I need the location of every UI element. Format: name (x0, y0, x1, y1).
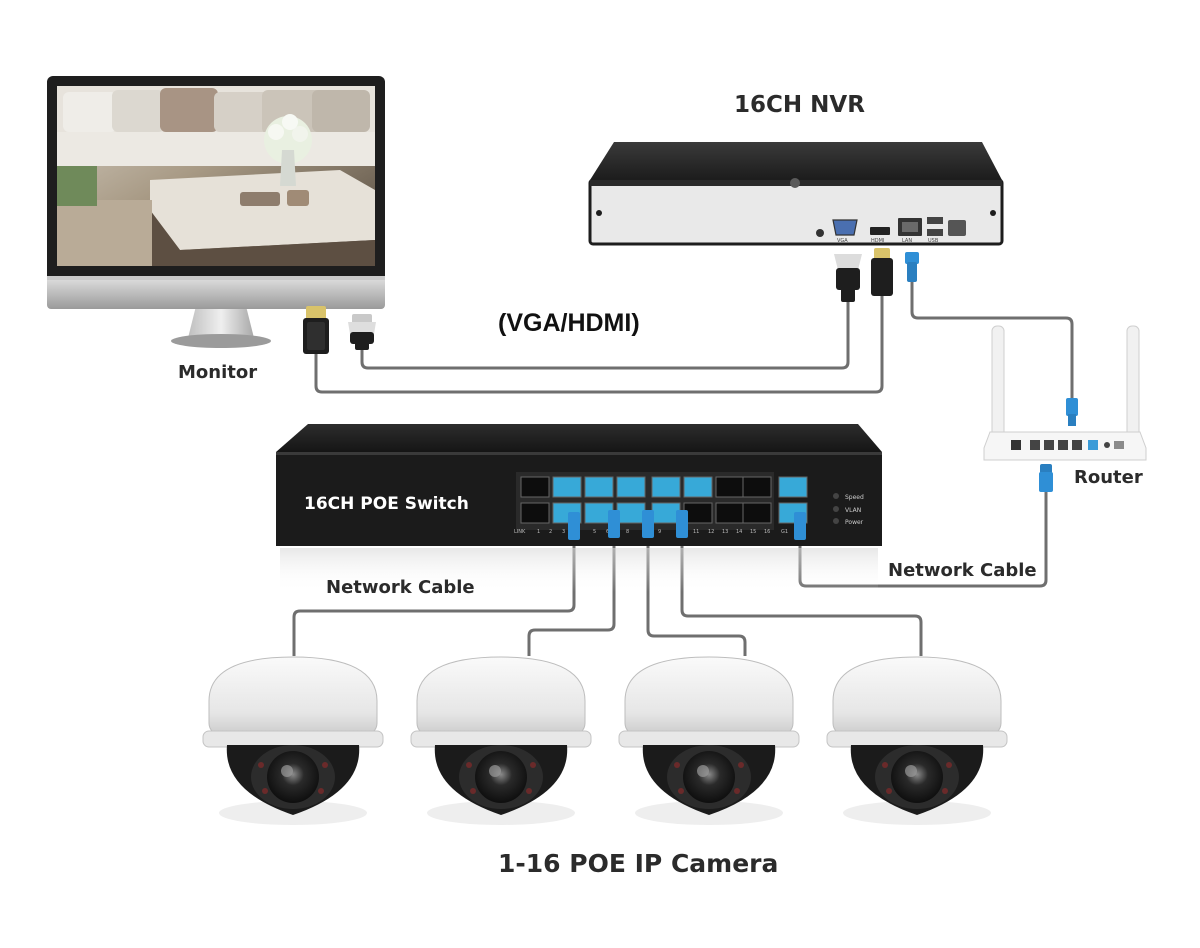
nvr-to-router-cable (910, 282, 1074, 400)
switch-ports-top (520, 476, 772, 498)
video-link-label: (VGA/HDMI) (498, 309, 640, 337)
switch-port-number: 11 (693, 529, 699, 535)
switch-port-number: 14 (736, 529, 742, 535)
vga-cable (360, 300, 850, 370)
switch-rj45-plugs (568, 510, 806, 540)
router-antenna-right (1126, 325, 1140, 439)
switch-port-number: 16 (764, 529, 770, 535)
router-icon (983, 325, 1147, 461)
monitor-screen (57, 86, 375, 266)
monitor-base (171, 334, 271, 348)
dome-camera-icon (826, 656, 1008, 825)
switch-port-number: 12 (708, 529, 714, 535)
router-uplink-rj45-plug-icon (1039, 464, 1053, 492)
dome-camera-icon (410, 656, 592, 825)
switch-indicators: Speed VLAN Power (833, 493, 864, 526)
switch-reflection (280, 548, 878, 592)
poe-switch-icon: LINK 1 2 3 5 6 8 9 11 12 13 14 15 16 G1 … (276, 424, 882, 592)
switch-ports-bottom (520, 502, 772, 524)
switch-top (276, 424, 882, 452)
nvr-port-label-lan: LAN (902, 238, 912, 244)
nvr-port-label-hdmi: HDMI (871, 238, 884, 244)
indicator-power: Power (845, 519, 864, 526)
nvr-label: 16CH NVR (734, 92, 865, 118)
switch-port-number: 13 (722, 529, 728, 535)
router-label: Router (1074, 467, 1143, 488)
indicator-vlan: VLAN (845, 507, 861, 514)
rj45-plug-icon (794, 512, 806, 540)
vga-plug-icon (348, 314, 376, 350)
camera-4-cable (680, 538, 923, 656)
monitor-label: Monitor (178, 362, 258, 383)
hdmi-cable (314, 296, 884, 394)
monitor-chin (47, 276, 385, 309)
nvr-usb-ports (927, 217, 943, 236)
switch-uplink-ports (778, 476, 808, 524)
switch-ports (520, 476, 808, 524)
nvr-vga-plug-icon (834, 254, 862, 302)
nvr-hdmi-plug-icon (871, 248, 893, 296)
network-cable-label-left: Network Cable (326, 577, 475, 598)
camera-3-cable (646, 538, 747, 656)
nvr-port-label-usb: USB (928, 238, 939, 244)
hdmi-plug-icon (303, 306, 329, 354)
switch-label: 16CH POE Switch (304, 494, 469, 514)
camera-label: 1-16 POE IP Camera (498, 849, 779, 878)
dome-camera-icon (618, 656, 800, 825)
switch-port-number: 1 (537, 529, 540, 535)
indicator-speed: Speed (845, 494, 864, 501)
nvr-rj45-plug-icon (905, 252, 919, 282)
switch-port-number: 6 (606, 529, 609, 535)
nvr-top (590, 142, 1002, 180)
monitor (47, 76, 385, 348)
switch-port-number: 8 (626, 529, 629, 535)
cables (292, 282, 1074, 656)
nvr-hdmi-port (870, 227, 890, 235)
cameras (202, 656, 1008, 825)
switch-link-label: LINK (514, 529, 526, 535)
switch-port-number: 3 (562, 529, 565, 535)
nvr-port-label-vga: VGA (837, 238, 848, 244)
rj45-plug-icon (676, 510, 688, 538)
rj45-plug-icon (642, 510, 654, 538)
router-antenna-left (991, 325, 1005, 439)
network-cable-label-right: Network Cable (888, 560, 1037, 581)
nvr-icon: VGA HDMI LAN USB (588, 142, 1004, 246)
camera-2-cable (527, 538, 616, 656)
nvr-lan-port (898, 218, 922, 236)
switch-port-number: 15 (750, 529, 756, 535)
switch-port-numbers: LINK 1 2 3 5 6 8 9 11 12 13 14 15 16 G1 … (514, 529, 804, 535)
camera-1-cable (292, 540, 576, 656)
switch-port-number: 5 (593, 529, 596, 535)
router-rj45-plug-icon (1066, 398, 1078, 426)
rj45-plug-icon (568, 512, 580, 540)
monitor-stand (188, 306, 254, 338)
switch-port-number: 9 (658, 529, 661, 535)
rj45-plug-icon (608, 510, 620, 538)
dome-camera-icon (202, 656, 384, 825)
nvr-vga-port (832, 219, 858, 236)
switch-port-number: G1 (781, 529, 788, 535)
switch-port-number: 2 (549, 529, 552, 535)
